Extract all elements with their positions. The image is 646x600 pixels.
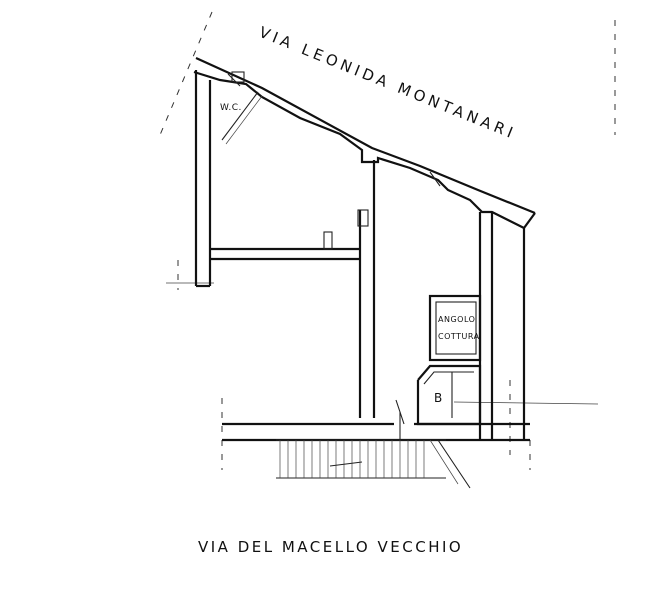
top-slanted-wall <box>193 56 536 229</box>
interior-horizontal-wall <box>210 231 360 261</box>
staircase <box>276 439 471 489</box>
bottom-wall <box>222 399 530 442</box>
wc-partition-post <box>231 71 245 83</box>
stair-ramp-inner <box>429 439 459 485</box>
top-wall-inner <box>193 70 525 229</box>
interior-wall-post <box>323 231 333 250</box>
room-b-outline <box>416 364 482 426</box>
top-wall-outer <box>195 56 536 215</box>
stair-ramp <box>437 439 471 489</box>
room-b-inner <box>423 371 453 418</box>
reference-lines <box>159 11 616 470</box>
stair-direction-arrow <box>329 461 363 467</box>
kitchen-box-outer <box>428 294 482 362</box>
kitchen-corner <box>428 294 482 362</box>
label-kitchen-line2: COTTURA <box>438 332 480 341</box>
label-wc: W.C. <box>220 103 242 113</box>
reference-line-room-b <box>453 401 599 405</box>
label-room-b: B <box>434 391 442 405</box>
kitchen-box-inner <box>435 301 477 355</box>
top-wall-end <box>523 212 536 229</box>
reference-line-diagonal <box>159 11 213 136</box>
top-wall-window-2 <box>429 171 441 187</box>
stair-treads <box>279 440 425 478</box>
wc-door-diagonal-2 <box>225 95 263 145</box>
central-wall-jamb <box>357 209 369 227</box>
room-b <box>416 364 482 426</box>
label-street-bottom: VIA DEL MACELLO VECCHIO <box>198 538 463 556</box>
central-walls <box>357 160 526 440</box>
label-kitchen-line1: ANGOLO <box>438 315 475 324</box>
left-wing <box>194 70 263 288</box>
label-street-top: VIA LEONIDA MONTANARI <box>257 23 520 143</box>
top-wall-window-1 <box>227 73 241 87</box>
wc-door-diagonal <box>221 91 259 141</box>
